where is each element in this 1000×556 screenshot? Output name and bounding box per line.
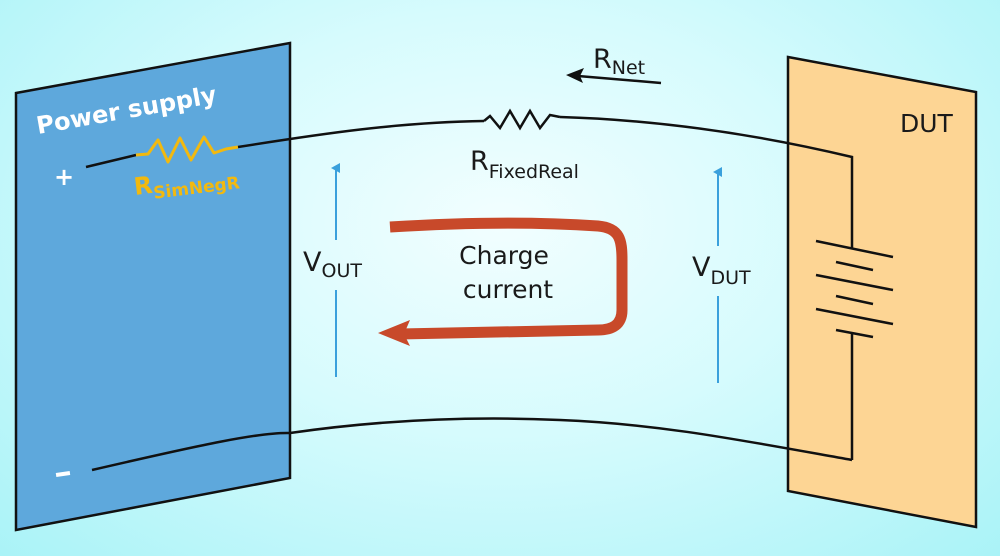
dut-title: DUT <box>900 109 954 138</box>
v-out-label: VOUT <box>303 247 362 282</box>
top-wire-mid <box>237 119 485 149</box>
charge-current-label: Charge current <box>459 241 557 304</box>
power-supply-panel: Power supply + – RSimNegR <box>14 41 292 532</box>
battery-symbol <box>815 239 894 460</box>
r-fixedreal-label: RFixedReal <box>470 146 579 183</box>
fixedreal-resistor-symbol <box>483 108 561 131</box>
top-wire-right <box>559 115 854 248</box>
charge-current-arrow-icon <box>378 217 628 346</box>
dut-panel: DUT <box>786 55 978 529</box>
simnegr-resistor-symbol <box>135 135 239 164</box>
minus-terminal-label <box>55 471 71 477</box>
r-net-label: RNet <box>593 44 645 79</box>
plus-terminal-label: + <box>54 163 74 191</box>
bottom-wire <box>91 417 853 472</box>
dut-box <box>786 55 978 529</box>
r-net-arrow-left-icon <box>566 68 662 85</box>
power-supply-box <box>14 41 292 532</box>
v-dut-label: VDUT <box>692 252 751 289</box>
top-wire-left <box>85 153 137 169</box>
